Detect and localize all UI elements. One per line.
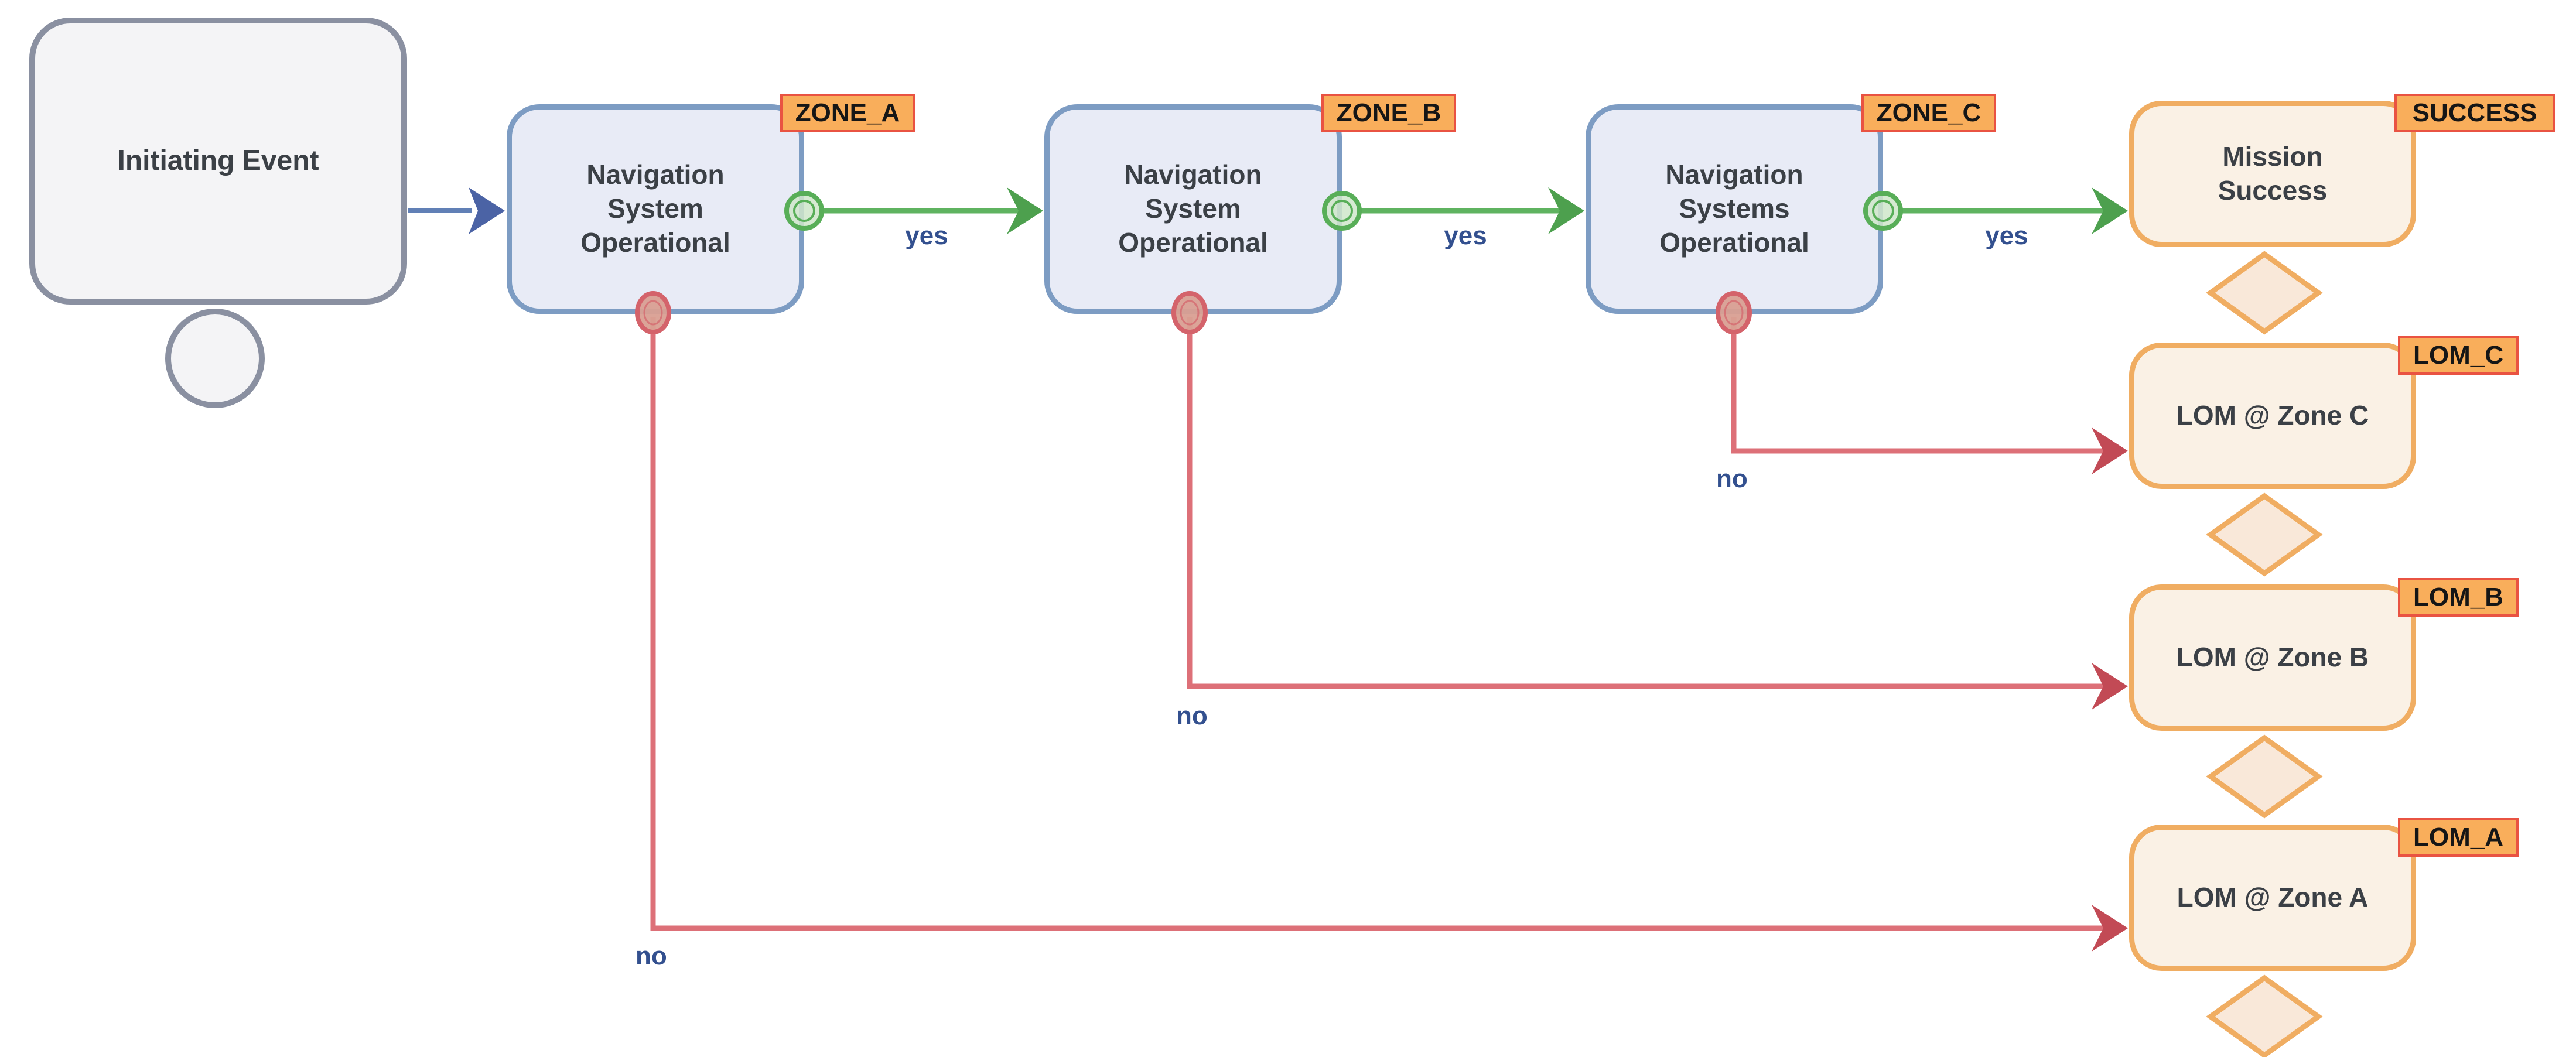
arrowhead-no-zone-a-icon	[2092, 905, 2128, 952]
lom-zone-a-label: LOM @ Zone A	[2177, 882, 2369, 913]
node-zone-c: Navigation Systems Operational	[1586, 104, 1883, 314]
tag-lom-b: LOM_B	[2398, 578, 2519, 617]
arrowhead-init-to-zone-a-icon	[469, 187, 505, 234]
mission-success-label: Mission Success	[2218, 141, 2328, 206]
edge-label-yes-b: yes	[1444, 221, 1487, 250]
edge-no-zone-b	[1187, 317, 2106, 689]
diamond-success-icon	[2206, 251, 2323, 335]
tag-success: SUCCESS	[2394, 94, 2555, 132]
yes-port-zone-a-icon	[784, 191, 824, 231]
tag-zone-c: ZONE_C	[1861, 94, 1996, 132]
arrowhead-yes-zone-c-icon	[2092, 187, 2128, 234]
lom-zone-c-label: LOM @ Zone C	[2176, 400, 2369, 431]
edge-label-yes-c: yes	[1985, 221, 2028, 250]
zone-b-label: Navigation System Operational	[1118, 159, 1268, 258]
edge-label-yes-a: yes	[905, 221, 948, 250]
node-zone-a: Navigation System Operational	[507, 104, 804, 314]
edge-label-no-c: no	[1716, 464, 1748, 493]
node-zone-b: Navigation System Operational	[1044, 104, 1342, 314]
no-port-zone-b-icon	[1171, 291, 1208, 334]
diamond-lom-b-icon	[2206, 734, 2323, 819]
yes-port-zone-b-icon	[1322, 191, 1362, 231]
node-initiating-event: Initiating Event	[29, 18, 407, 305]
diamond-lom-c-icon	[2206, 492, 2323, 577]
diamond-lom-a-icon	[2206, 974, 2323, 1057]
yes-port-zone-c-icon	[1863, 191, 1903, 231]
no-port-zone-c-icon	[1716, 291, 1752, 334]
arrowhead-no-zone-c-icon	[2092, 427, 2128, 474]
tag-lom-c: LOM_C	[2398, 336, 2519, 375]
node-lom-zone-a: LOM @ Zone A	[2129, 825, 2416, 971]
zone-a-label: Navigation System Operational	[580, 159, 730, 258]
node-lom-zone-b: LOM @ Zone B	[2129, 584, 2416, 731]
no-port-zone-a-icon	[635, 291, 671, 334]
lom-zone-b-label: LOM @ Zone B	[2176, 642, 2369, 673]
tag-zone-a: ZONE_A	[780, 94, 915, 132]
node-mission-success: Mission Success	[2129, 101, 2416, 247]
initiating-event-port-icon	[165, 309, 265, 408]
arrowhead-no-zone-b-icon	[2092, 663, 2128, 710]
arrowhead-yes-zone-b-icon	[1548, 187, 1584, 234]
initiating-event-label: Initiating Event	[117, 145, 319, 176]
tag-lom-a: LOM_A	[2398, 818, 2519, 857]
arrowhead-yes-zone-a-icon	[1007, 187, 1043, 234]
tag-zone-b: ZONE_B	[1321, 94, 1456, 132]
zone-c-label: Navigation Systems Operational	[1659, 159, 1809, 258]
node-lom-zone-c: LOM @ Zone C	[2129, 343, 2416, 489]
edge-label-no-a: no	[636, 942, 667, 970]
edge-no-zone-a	[650, 317, 2106, 931]
edge-label-no-b: no	[1176, 702, 1208, 730]
edge-no-zone-c	[1731, 317, 2106, 454]
